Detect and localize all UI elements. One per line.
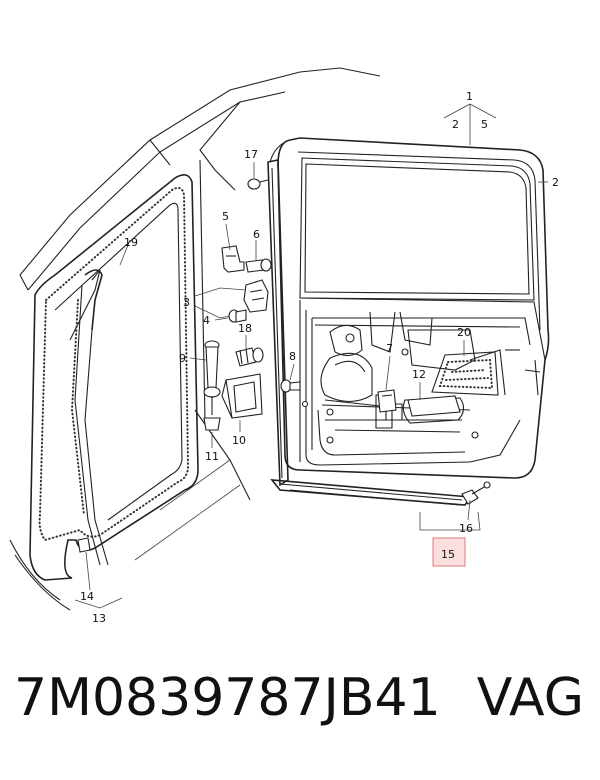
body-opening-seal [29,174,199,581]
callout-3: 3 [183,296,190,309]
callout-8: 8 [289,350,296,363]
callout-1: 1 [466,90,473,103]
callout-18: 18 [238,322,252,335]
callout-6: 6 [253,228,260,241]
sill-seal [270,479,472,506]
clip-16 [461,481,491,505]
check-strap-pin [203,340,221,431]
cap-17 [247,178,269,190]
callout-11: 11 [205,450,219,463]
callout-4: 4 [203,314,210,327]
callout-7: 7 [386,342,393,355]
body-shell [9,67,381,611]
callout-5: 5 [222,210,229,223]
callout-17: 17 [244,148,258,161]
callout-20: 20 [457,326,471,339]
clip-14 [77,537,91,553]
door-parts-diagram: 1 2 5 2 17 5 6 19 3 4 18 9 8 7 20 12 10 … [9,67,559,625]
screw-8 [280,379,301,393]
buffer-18 [235,347,264,367]
leader-lines [74,103,548,609]
callout-14: 14 [80,590,94,603]
brand-label: VAG [476,668,584,728]
rear-door [277,137,550,479]
inner-handle [407,395,461,417]
callout-2-top: 2 [452,118,459,131]
callout-13: 13 [92,612,106,625]
callout-labels: 1 2 5 2 17 5 6 19 3 4 18 9 8 7 20 12 10 … [80,90,559,625]
callout-15-highlight [432,537,466,567]
callout-12: 12 [412,368,426,381]
callout-10: 10 [232,434,246,447]
door-lock [377,389,397,413]
check-strap [221,373,263,419]
footer: 7M0839787JB41 VAG [0,668,600,768]
callout-5-top: 5 [481,118,488,131]
part-number: 7M0839787JB41 [14,668,441,728]
callout-2: 2 [552,176,559,189]
sound-pad [431,351,499,396]
callout-9: 9 [179,352,186,365]
callout-15: 15 [441,548,455,561]
upper-hinge [221,245,272,273]
lower-hinge [228,279,269,323]
callout-19: 19 [124,236,138,249]
callout-16: 16 [459,522,473,535]
